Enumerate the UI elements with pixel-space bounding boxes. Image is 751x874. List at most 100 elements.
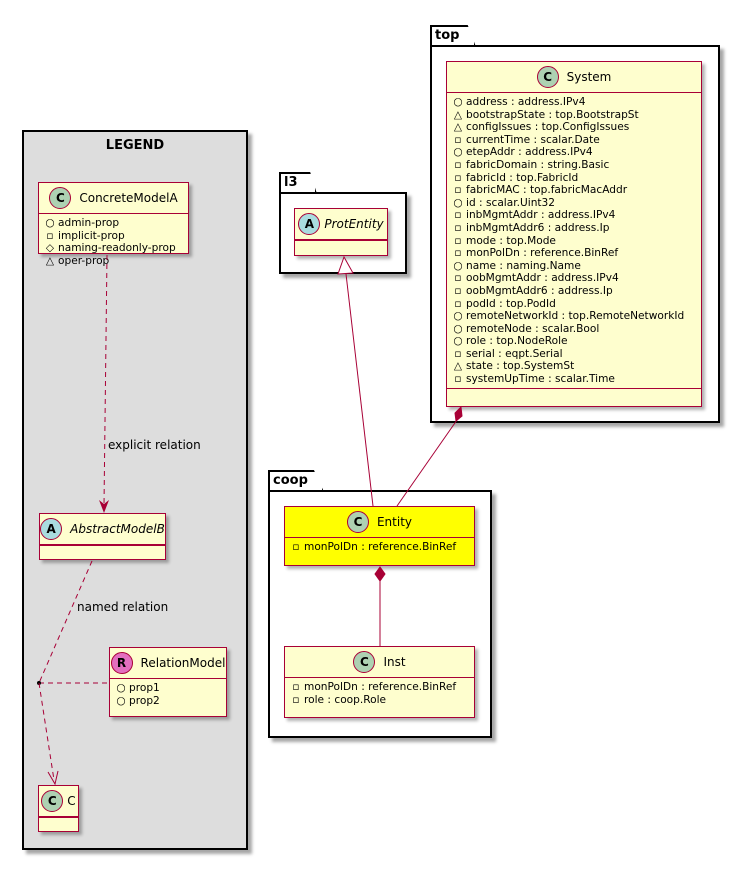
class-name: System bbox=[566, 70, 612, 84]
visibility-icon: △ bbox=[45, 254, 55, 267]
class-name: ConcreteModelA bbox=[79, 191, 178, 205]
class-stereotype-icon: C bbox=[49, 187, 72, 209]
attribute-text: fabricId : top.FabricId bbox=[466, 171, 579, 184]
attribute-list: ○address : address.IPv4△bootstrapState :… bbox=[447, 93, 701, 388]
named-relation-label: named relation bbox=[77, 600, 169, 614]
attribute-text: oper-prop bbox=[58, 254, 110, 267]
visibility-icon: ▫ bbox=[454, 133, 462, 146]
class-name: ProtEntity bbox=[324, 217, 384, 231]
class-name: Entity bbox=[376, 515, 413, 529]
attribute-row: △state : top.SystemSt bbox=[453, 360, 695, 373]
class-name: Inst bbox=[383, 655, 406, 669]
class-stereotype-icon: C bbox=[536, 66, 559, 88]
visibility-icon: ○ bbox=[453, 335, 463, 348]
attribute-row: ○remoteNode : scalar.Bool bbox=[453, 323, 695, 336]
class-header: R RelationModel bbox=[110, 648, 226, 679]
attribute-text: configIssues : top.ConfigIssues bbox=[466, 121, 630, 134]
attribute-text: podId : top.PodId bbox=[466, 297, 556, 310]
attribute-row: ▫inbMgmtAddr : address.IPv4 bbox=[453, 209, 695, 222]
attribute-text: naming-readonly-prop bbox=[58, 242, 176, 255]
attribute-text: admin-prop bbox=[58, 217, 120, 229]
package-coop-title: coop bbox=[273, 473, 308, 488]
package-l3-tab: l3 bbox=[279, 172, 317, 194]
visibility-icon: ▫ bbox=[454, 234, 462, 247]
class-header: C ConcreteModelA bbox=[39, 183, 188, 214]
inheritance-line bbox=[345, 273, 374, 507]
attribute-text: id : scalar.Uint32 bbox=[466, 196, 556, 209]
class-entity[interactable]: C Entity ▫ monPolDn : reference.BinRef bbox=[284, 506, 475, 566]
explicit-relation-label: explicit relation bbox=[108, 438, 201, 452]
attribute-row: ▫ systemUpTime : scalar.Time bbox=[453, 373, 695, 386]
visibility-icon: ◇ bbox=[45, 242, 55, 255]
attribute-list: ○admin-prop ▫implicit-prop ◇naming-reado… bbox=[39, 214, 188, 269]
class-prot-entity[interactable]: A ProtEntity bbox=[294, 208, 388, 256]
attribute-text: etepAddr : address.IPv4 bbox=[466, 146, 593, 159]
class-name: AbstractModelB bbox=[70, 522, 165, 536]
visibility-icon: ▫ bbox=[454, 247, 462, 260]
attribute-text: fabricMAC : top.fabricMacAddr bbox=[466, 184, 628, 197]
attribute-text: oobMgmtAddr6 : address.Ip bbox=[466, 284, 613, 297]
class-separator bbox=[40, 545, 165, 554]
visibility-icon: △ bbox=[453, 108, 463, 121]
class-inst[interactable]: C Inst ▫monPolDn : reference.BinRef ▫rol… bbox=[284, 646, 475, 718]
class-stereotype-icon: R bbox=[110, 652, 133, 674]
class-system[interactable]: C System ○address : address.IPv4△bootstr… bbox=[446, 61, 702, 407]
visibility-icon: ○ bbox=[453, 146, 463, 159]
attribute-list: ▫monPolDn : reference.BinRef ▫role : coo… bbox=[285, 678, 474, 708]
visibility-icon: ▫ bbox=[454, 272, 462, 285]
visibility-icon: ○ bbox=[453, 196, 463, 209]
attribute-text: name : naming.Name bbox=[466, 259, 581, 272]
attribute-text: state : top.SystemSt bbox=[466, 360, 575, 373]
attribute-text: monPolDn : reference.BinRef bbox=[304, 541, 457, 553]
class-stereotype-icon: A bbox=[40, 518, 63, 540]
visibility-icon: ▫ bbox=[454, 347, 462, 360]
class-stereotype-icon: C bbox=[353, 651, 376, 673]
visibility-icon: ○ bbox=[453, 259, 463, 272]
attribute-row: ○role : top.NodeRole bbox=[453, 335, 695, 348]
attribute-row: ○name : naming.Name bbox=[453, 260, 695, 273]
attribute-row: ▫fabricMAC : top.fabricMacAddr bbox=[453, 184, 695, 197]
visibility-icon: ▫ bbox=[454, 373, 462, 386]
attribute-text: implicit-prop bbox=[58, 229, 125, 242]
visibility-icon: ○ bbox=[453, 322, 463, 335]
attribute-row: ○etepAddr : address.IPv4 bbox=[453, 146, 695, 159]
attribute-row: ▫ monPolDn : reference.BinRef bbox=[291, 541, 468, 554]
attribute-text: systemUpTime : scalar.Time bbox=[466, 373, 615, 386]
package-coop-tab: coop bbox=[268, 470, 324, 492]
package-legend-title: LEGEND bbox=[105, 138, 165, 153]
class-stereotype-icon: C bbox=[346, 511, 369, 533]
class-header: C Inst bbox=[285, 647, 474, 678]
attribute-row: ◇naming-readonly-prop bbox=[45, 242, 182, 255]
visibility-icon: ▫ bbox=[454, 209, 462, 222]
attribute-row: ▫ oobMgmtAddr : address.IPv4 bbox=[453, 272, 695, 285]
class-c[interactable]: C C bbox=[38, 785, 79, 832]
visibility-icon: ▫ bbox=[454, 297, 462, 310]
attribute-text: remoteNetworkId : top.RemoteNetworkId bbox=[466, 310, 685, 323]
class-separator bbox=[447, 387, 701, 397]
attribute-row: ▫fabricDomain : string.Basic bbox=[453, 159, 695, 172]
class-header: C System bbox=[447, 62, 701, 93]
visibility-icon: ▫ bbox=[292, 541, 300, 553]
attribute-text: serial : eqpt.Serial bbox=[466, 347, 563, 360]
visibility-icon: △ bbox=[453, 360, 463, 373]
class-separator bbox=[295, 240, 387, 249]
attribute-text: monPolDn : reference.BinRef bbox=[304, 681, 457, 693]
visibility-icon: ○ bbox=[453, 310, 463, 323]
attribute-row: ○prop1 bbox=[116, 682, 220, 695]
visibility-icon: ▫ bbox=[46, 229, 54, 242]
attribute-row: △oper-prop bbox=[45, 255, 182, 268]
attribute-text: mode : top.Mode bbox=[466, 234, 556, 247]
attribute-row: ▫role : coop.Role bbox=[291, 694, 468, 707]
class-abstract-model-b[interactable]: A AbstractModelB bbox=[39, 513, 166, 560]
attribute-text: prop2 bbox=[129, 694, 160, 707]
visibility-icon: ○ bbox=[453, 96, 463, 108]
class-concrete-model-a[interactable]: C ConcreteModelA ○admin-prop ▫implicit-p… bbox=[38, 182, 189, 267]
attribute-text: oobMgmtAddr : address.IPv4 bbox=[466, 272, 619, 285]
package-l3-title: l3 bbox=[284, 175, 298, 190]
visibility-icon: ▫ bbox=[454, 221, 462, 234]
attribute-text: currentTime : scalar.Date bbox=[466, 133, 600, 146]
attribute-row: △bootstrapState : top.BootstrapSt bbox=[453, 109, 695, 122]
class-header: A AbstractModelB bbox=[40, 514, 165, 545]
class-relation-model[interactable]: R RelationModel ○prop1 ○prop2 bbox=[109, 647, 227, 717]
attribute-row: ○prop2 bbox=[116, 695, 220, 708]
